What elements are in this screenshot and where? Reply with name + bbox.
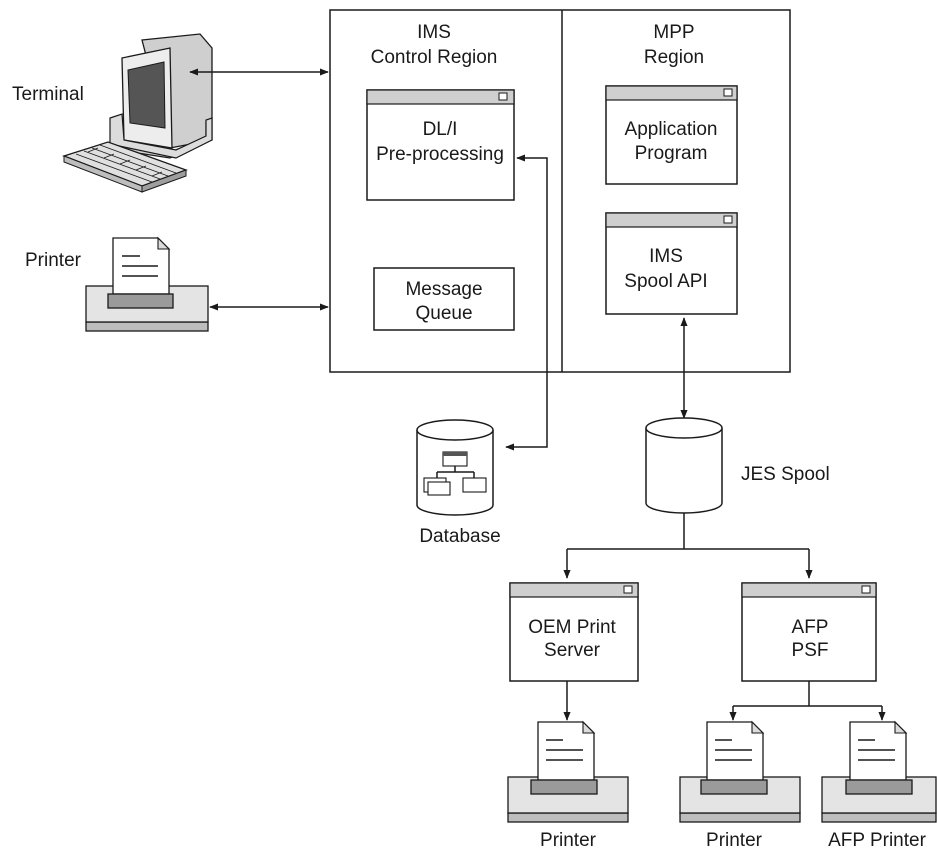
dli-preprocessing-window: DL/I Pre-processing xyxy=(366,89,515,201)
ims-control-region-title-1: IMS xyxy=(417,22,451,43)
spool-api-label-1: IMS xyxy=(649,246,683,267)
dli-label-2: Pre-processing xyxy=(376,144,504,165)
application-program-label-2: Program xyxy=(635,143,708,164)
computer-terminal-icon xyxy=(62,33,213,193)
printer-oem-label: Printer xyxy=(540,830,597,851)
jes-spool-label: JES Spool xyxy=(741,464,830,485)
terminal-label: Terminal xyxy=(12,84,84,105)
spool-api-label-2: Spool API xyxy=(624,271,707,292)
oem-label-1: OEM Print xyxy=(528,617,616,638)
printer-icon-afp xyxy=(821,720,937,823)
printer-icon-left xyxy=(85,236,209,332)
database-cylinder-icon xyxy=(416,419,494,516)
printer-icon-oem xyxy=(507,720,629,823)
oem-label-2: Server xyxy=(544,640,601,661)
database-label: Database xyxy=(419,526,500,547)
afp-label-2: PSF xyxy=(792,640,829,661)
application-program-label-1: Application xyxy=(625,119,718,140)
dli-database-arrow xyxy=(505,154,548,451)
ims-control-region-title-2: Control Region xyxy=(371,47,498,68)
application-program-window: Application Program xyxy=(605,85,738,185)
message-queue-label-1: Message xyxy=(405,279,482,300)
afp-psf-window: AFP PSF xyxy=(741,582,877,682)
afp-printer-label: AFP Printer xyxy=(828,830,927,851)
mpp-region-title-1: MPP xyxy=(653,22,694,43)
printer-left-label: Printer xyxy=(25,250,82,271)
oem-print-server-window: OEM Print Server xyxy=(509,582,639,682)
printer-afp-mid-label: Printer xyxy=(706,830,763,851)
message-queue-box: Message Queue xyxy=(373,267,515,331)
mpp-region-title-2: Region xyxy=(644,47,704,68)
message-queue-label-2: Queue xyxy=(415,303,472,324)
printer-icon-afp-mid xyxy=(679,720,801,823)
spool-cylinder-icon xyxy=(645,417,723,514)
dli-label-1: DL/I xyxy=(423,119,458,140)
ims-spool-api-window: IMS Spool API xyxy=(605,212,738,315)
afp-label-1: AFP xyxy=(792,617,829,638)
